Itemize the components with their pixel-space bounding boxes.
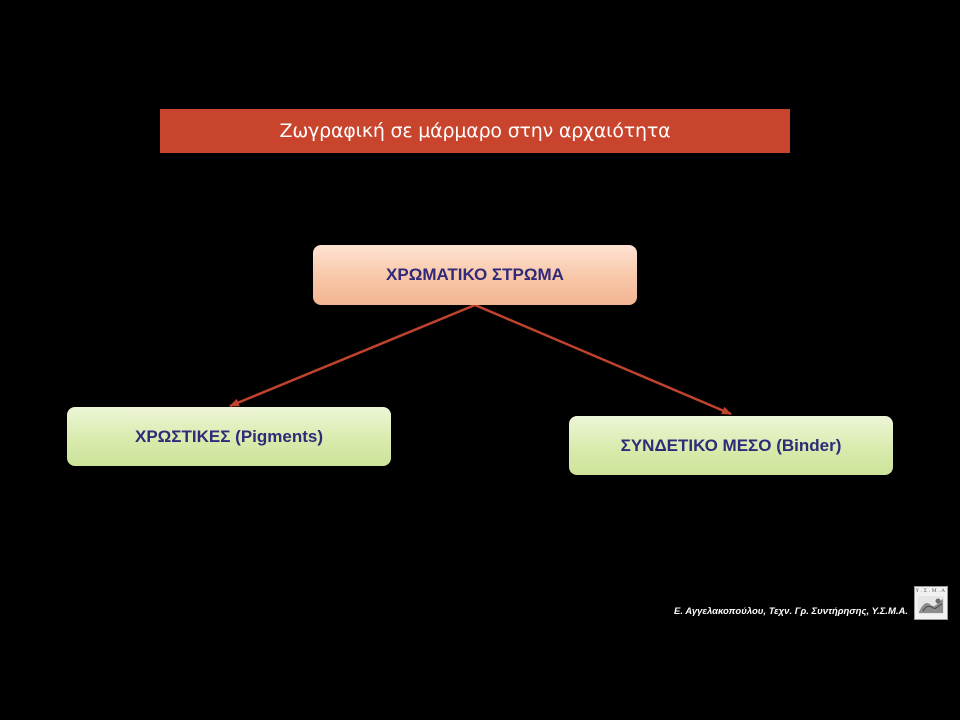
logo-emblem-icon [918,596,944,614]
logo-text: Υ.Σ.Μ.Α [915,588,947,594]
node-pigments-label: ΧΡΩΣΤΙΚΕΣ (Pigments) [135,426,323,446]
slide-title-bar: Ζωγραφική σε μάρμαρο στην αρχαιότητα [160,109,790,153]
footer-credit: Ε. Αγγελακοπούλου, Τεχν. Γρ. Συντήρησης,… [674,606,908,617]
node-binder: ΣΥΝΔΕΤΙΚΟ ΜΕΣΟ (Binder) [569,416,893,475]
node-color-layer-label: ΧΡΩΜΑΤΙΚΟ ΣΤΡΩΜΑ [386,265,564,284]
node-color-layer: ΧΡΩΜΑΤΙΚΟ ΣΤΡΩΜΑ [313,245,637,305]
slide-title: Ζωγραφική σε μάρμαρο στην αρχαιότητα [279,120,671,142]
arrow-top-to-left [229,303,476,408]
logo: Υ.Σ.Μ.Α [914,586,948,620]
node-pigments: ΧΡΩΣΤΙΚΕΣ (Pigments) [67,407,391,466]
arrow-top-to-right [474,303,732,416]
node-binder-label: ΣΥΝΔΕΤΙΚΟ ΜΕΣΟ (Binder) [620,435,842,455]
